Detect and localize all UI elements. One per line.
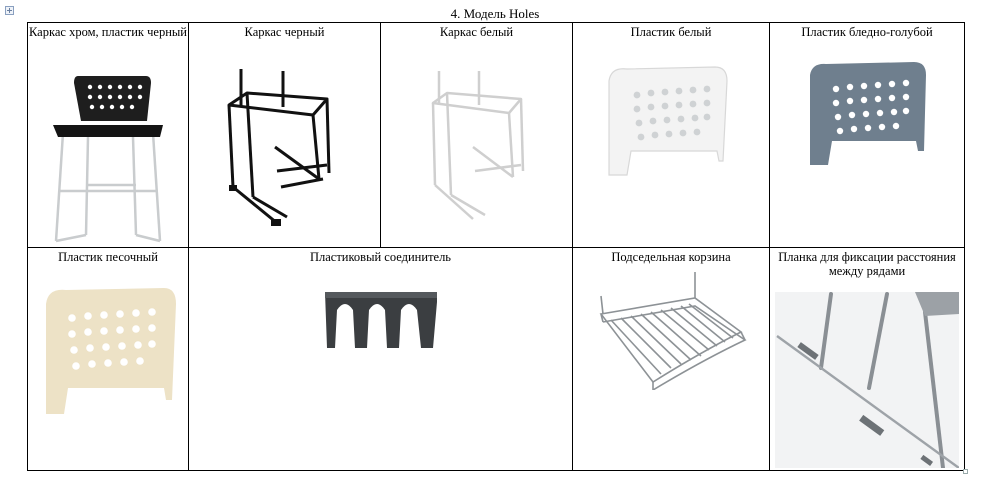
caption-plastic-connector: Пластиковый соединитель [309, 250, 452, 264]
caption-white-frame: Каркас белый [439, 25, 514, 39]
table-resize-handle-icon[interactable] [963, 469, 968, 474]
cell-chrome-frame: Каркас хром, пластик черный [27, 22, 189, 248]
caption-row-spacing-bar: Планка для фиксации расстояния между ряд… [778, 250, 956, 278]
cell-row-spacing-bar: Планка для фиксации расстояния между ряд… [769, 247, 965, 471]
chair-chrome-black-image [53, 76, 163, 243]
cell-light-blue-plastic: Пластик бледно-голубой [769, 22, 965, 248]
cell-black-frame: Каркас черный [188, 22, 381, 248]
seat-shell-light-blue-image [810, 62, 926, 165]
cell-white-plastic: Пластик белый [572, 22, 770, 248]
cell-under-seat-basket: Подседельная корзина [572, 247, 770, 471]
catalog-table: Каркас хром, пластик черный [27, 22, 965, 471]
cell-plastic-connector: Пластиковый соединитель [188, 247, 573, 471]
caption-under-seat-basket: Подседельная корзина [611, 250, 731, 264]
caption-black-frame: Каркас черный [244, 25, 325, 39]
document-title: 4. Модель Holes [450, 6, 540, 21]
caption-white-plastic: Пластик белый [630, 25, 712, 39]
plastic-connector-image [325, 292, 437, 348]
under-seat-basket-image [599, 272, 747, 390]
frame-white-image [431, 71, 525, 220]
table-move-handle-icon[interactable] [5, 6, 14, 15]
caption-chrome-frame: Каркас хром, пластик черный [29, 25, 187, 39]
seat-shell-white-image [608, 66, 728, 176]
caption-sand-plastic: Пластик песочный [58, 250, 158, 264]
row-spacing-bar-image [775, 292, 959, 468]
cell-white-frame: Каркас белый [380, 22, 573, 248]
caption-light-blue-plastic: Пластик бледно-голубой [801, 25, 933, 39]
cell-sand-plastic: Пластик песочный [27, 247, 189, 471]
frame-black-image [227, 69, 331, 226]
seat-shell-sand-image [46, 288, 176, 414]
